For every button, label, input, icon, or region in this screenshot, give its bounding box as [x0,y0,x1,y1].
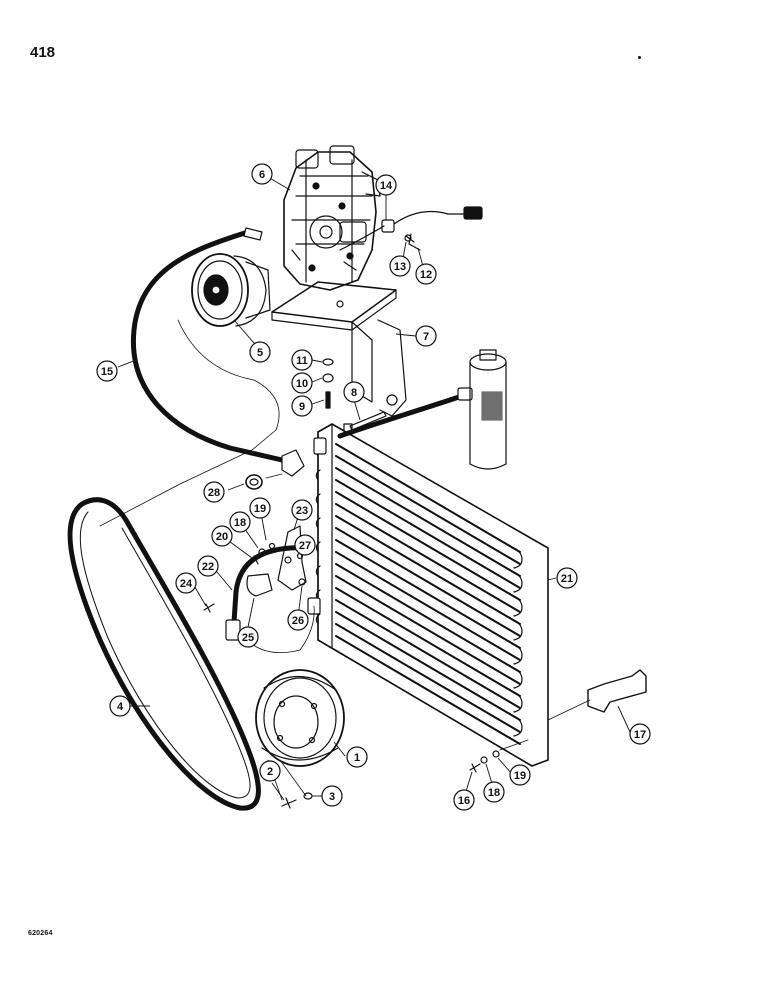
condenser [317,423,549,767]
svg-text:5: 5 [257,347,263,359]
mounting-bracket [271,281,407,417]
svg-text:8: 8 [351,387,357,399]
svg-text:12: 12 [420,269,432,281]
hose-22 [231,545,311,625]
callout-14: 14 [375,174,397,196]
svg-text:27: 27 [299,540,311,552]
svg-text:16: 16 [458,795,470,807]
svg-text:4: 4 [117,701,124,713]
screw-24 [203,603,215,613]
callouts: 1 2 3 4 5 6 7 8 9 10 11 12 13 14 15 16 1… [96,163,651,811]
nut-26 [298,578,306,586]
compressor [283,145,381,291]
svg-text:24: 24 [180,578,193,590]
callout-18-lower: 18 [483,781,505,803]
callout-22: 22 [197,555,219,577]
washer-18b [480,756,488,764]
callout-3: 3 [321,785,343,807]
callout-21: 21 [556,567,578,589]
washer-18 [258,548,266,556]
hose-upper [337,393,465,439]
callout-24: 24 [175,572,197,594]
callout-28: 28 [203,481,225,503]
svg-text:6: 6 [259,169,265,181]
switch-wire [339,206,483,251]
callout-12: 12 [415,263,437,285]
svg-text:17: 17 [634,729,646,741]
callout-2: 2 [259,760,281,782]
svg-text:25: 25 [242,632,254,644]
callout-18: 18 [229,511,251,533]
image-code: 620264 [28,930,53,937]
callout-17: 17 [629,723,651,745]
callout-16: 16 [453,789,475,811]
callout-23: 23 [291,499,313,521]
callout-27: 27 [294,534,316,556]
svg-text:1: 1 [354,752,360,764]
pulley [255,669,345,767]
washer-19b [492,750,500,758]
condenser-bends [315,445,523,737]
callout-4: 4 [109,695,131,717]
callout-1: 1 [346,746,368,768]
leader-lines [117,176,631,801]
callout-7: 7 [415,325,437,347]
callout-26: 26 [287,609,309,631]
callout-6: 6 [251,163,273,185]
svg-text:11: 11 [296,355,308,367]
callout-20: 20 [211,525,233,547]
bolt-stack [322,358,334,409]
svg-text:2: 2 [267,766,273,778]
svg-text:13: 13 [394,261,406,273]
svg-text:28: 28 [208,487,220,499]
fitting-28 [245,473,283,490]
condenser-fins [335,443,521,745]
svg-text:14: 14 [380,180,393,192]
callout-19: 19 [249,497,271,519]
bracket-23 [277,525,307,591]
screw-16 [469,763,481,773]
fitting-top [313,437,327,455]
v-belt [67,497,261,811]
svg-text:22: 22 [202,561,214,573]
callout-25: 25 [237,626,259,648]
callout-5: 5 [249,341,271,363]
callout-15: 15 [96,360,118,382]
stray-mark [638,56,641,59]
page-number: 418 [30,44,56,61]
callout-13: 13 [389,255,411,277]
clutch [191,253,271,327]
svg-text:19: 19 [514,770,526,782]
screw-2 [281,797,297,809]
svg-text:7: 7 [423,331,429,343]
svg-text:9: 9 [299,401,305,413]
svg-text:23: 23 [296,505,308,517]
svg-text:18: 18 [234,517,246,529]
svg-text:10: 10 [296,378,308,390]
receiver-drier [469,349,507,470]
svg-text:3: 3 [329,791,335,803]
hose-15 [130,229,285,463]
callout-19-lower: 19 [509,764,531,786]
callout-8: 8 [343,381,365,403]
callout-10: 10 [291,372,313,394]
washer-19 [268,542,276,550]
svg-text:21: 21 [561,573,573,585]
svg-text:19: 19 [254,503,266,515]
bracket-17 [547,669,647,721]
washer-3 [303,792,313,800]
screw-20 [251,555,263,565]
svg-text:26: 26 [292,615,304,627]
svg-text:15: 15 [101,366,113,378]
svg-text:20: 20 [216,531,228,543]
svg-text:18: 18 [488,787,500,799]
screw-12 [404,233,421,251]
clamp-25 [246,573,273,597]
callout-9: 9 [291,395,313,417]
callout-11: 11 [291,349,313,371]
